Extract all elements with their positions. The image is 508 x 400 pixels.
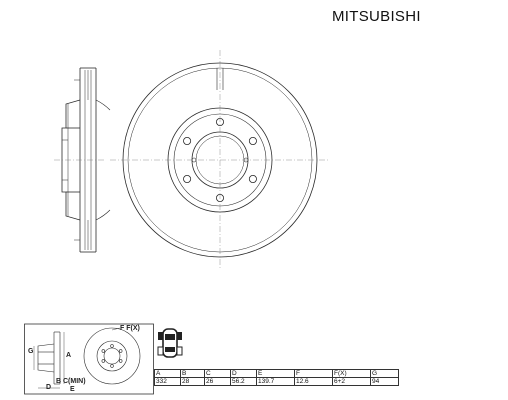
spec-value-row: 332 28 26 56.2 139.7 12.6 6+2 94 <box>154 377 399 386</box>
spec-value-d: 56.2 <box>230 377 257 386</box>
spec-value-b: 28 <box>180 377 205 386</box>
label-a: A <box>66 352 72 359</box>
dimension-drawing <box>24 323 154 395</box>
spec-value-e: 139.7 <box>256 377 295 386</box>
label-b-c: B C(MIN) <box>56 378 86 385</box>
bolt-hole <box>248 174 257 183</box>
spec-header-e: E <box>256 369 295 378</box>
spec-value-fx: 6+2 <box>332 377 371 386</box>
bolt-hole <box>183 136 192 145</box>
spec-header-a: A <box>154 369 181 378</box>
spec-header-f: F <box>294 369 333 378</box>
spec-header-fx: F(X) <box>332 369 371 378</box>
spec-table: A B C D E F F(X) G 332 28 26 56.2 139.7 … <box>154 369 399 386</box>
spec-header-row: A B C D E F F(X) G <box>154 369 399 378</box>
spec-header-d: D <box>230 369 257 378</box>
spec-value-c: 26 <box>204 377 231 386</box>
label-d: D <box>46 384 52 391</box>
spec-header-g: G <box>370 369 399 378</box>
spec-header-b: B <box>180 369 205 378</box>
disc-front-view <box>54 50 330 270</box>
brand-name: MITSUBISHI <box>332 8 421 25</box>
label-e: E <box>70 386 75 393</box>
spec-value-f: 12.6 <box>294 377 333 386</box>
label-f-fx: F F(X) <box>120 325 140 332</box>
spec-value-a: 332 <box>154 377 181 386</box>
bolt-hole <box>248 136 257 145</box>
bolt-hole <box>183 174 192 183</box>
dimension-drawing-frame <box>24 323 154 395</box>
brake-disc-drawing <box>54 50 330 270</box>
spec-value-g: 94 <box>370 377 399 386</box>
axle-position-icon <box>157 328 183 358</box>
label-g: G <box>28 348 34 355</box>
spec-header-c: C <box>204 369 231 378</box>
